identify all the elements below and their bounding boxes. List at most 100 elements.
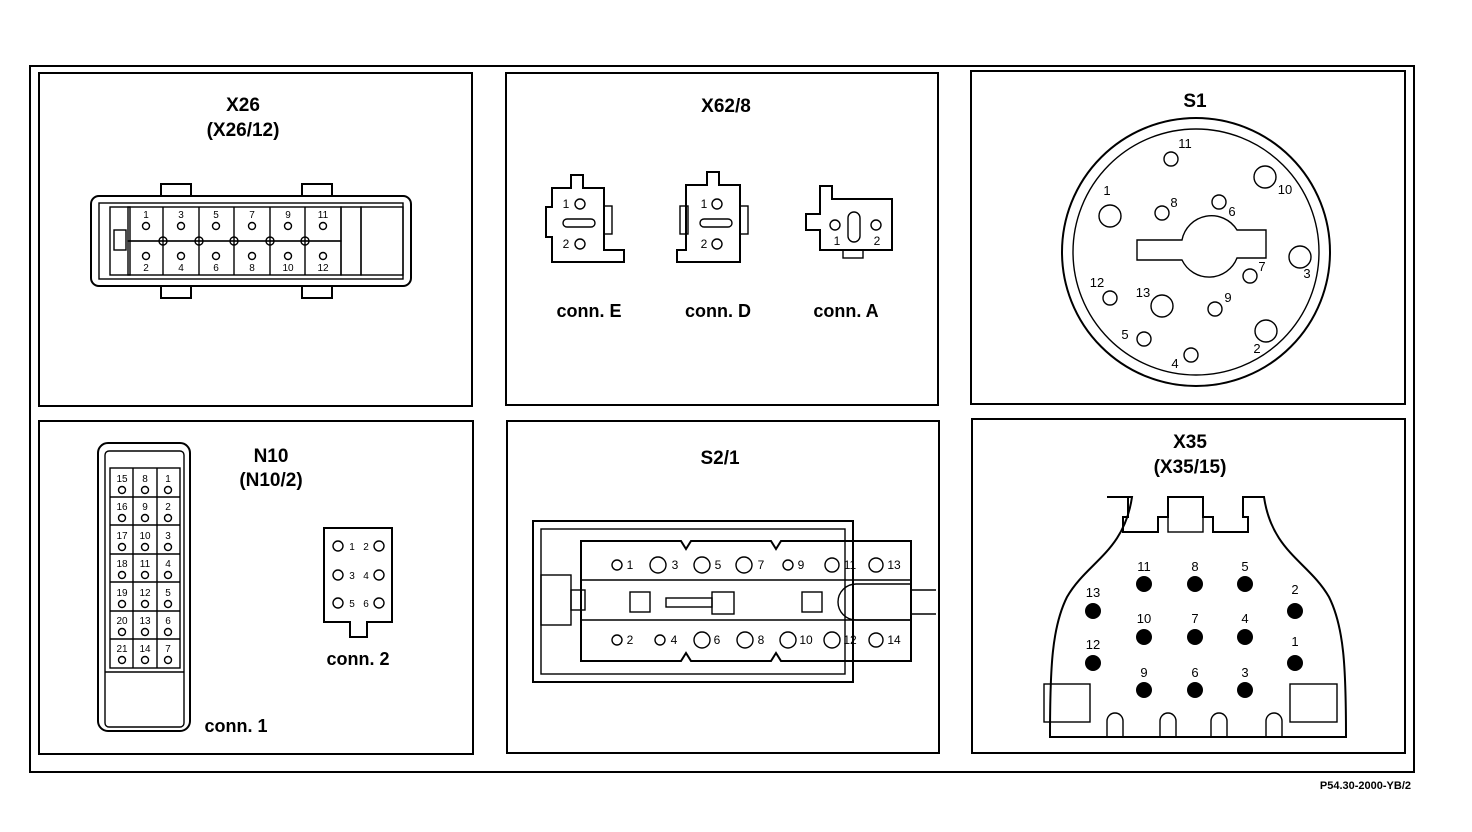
pin-hole — [332, 597, 344, 609]
panel-n10: N10 (N10/2) 15 8 1 16 9 2 — [38, 420, 474, 755]
pin-hole — [649, 556, 667, 574]
pin-label: 1 — [143, 210, 149, 221]
pin-dot — [1085, 603, 1101, 619]
pin-label: 4 — [1171, 356, 1178, 371]
pin-label: 6 — [714, 633, 721, 647]
pin-hole — [117, 627, 127, 637]
panel-x62-8: X62/8 1 2 conn. E 1 2 conn. D — [505, 72, 939, 406]
pin-label: 4 — [363, 571, 369, 582]
pin-label: 9 — [142, 502, 148, 513]
pin-label: 2 — [1253, 341, 1260, 356]
pin-hole — [141, 251, 151, 261]
pin-hole — [140, 513, 150, 523]
x35-pins: 1 2 3 4 5 6 7 8 9 10 11 12 13 — [1085, 559, 1303, 698]
pin-label: 10 — [799, 633, 813, 647]
pin-label: 3 — [178, 210, 184, 221]
pin-label: 7 — [758, 558, 765, 572]
pin-hole — [654, 634, 666, 646]
pin-dot — [1237, 576, 1253, 592]
pin-label: 2 — [701, 237, 708, 251]
pin-dot — [1136, 629, 1152, 645]
conn-label: conn. A — [813, 301, 878, 321]
pin-label: 3 — [1241, 665, 1248, 680]
s21-pin-row-bottom: 2 4 6 8 10 12 14 — [611, 631, 901, 649]
pin-label: 6 — [1191, 665, 1198, 680]
pin-label: 2 — [1291, 582, 1298, 597]
panel-subtitle: (X35/15) — [1154, 457, 1227, 478]
pin-label: 6 — [165, 616, 171, 627]
pin-label: 9 — [285, 210, 291, 221]
s1-pins: 1 2 3 4 5 6 7 8 9 10 11 12 13 — [1090, 136, 1312, 371]
pin-label: 15 — [116, 474, 128, 485]
panel-subtitle: (N10/2) — [239, 470, 302, 491]
x26-pin-row-top: 1 3 5 7 9 11 — [141, 210, 329, 231]
pin-label: 9 — [1224, 290, 1231, 305]
panel-frame — [506, 420, 940, 754]
pin-hole — [332, 540, 344, 552]
pin-label: 10 — [139, 531, 151, 542]
pin-hole — [711, 198, 723, 210]
pin-label: 13 — [887, 558, 901, 572]
pin-hole — [140, 542, 150, 552]
pin-hole — [1242, 268, 1258, 284]
pin-hole — [140, 599, 150, 609]
s21-switch-body — [532, 520, 936, 683]
pin-label: 8 — [142, 474, 148, 485]
conn-label: conn. 1 — [204, 716, 267, 736]
pin-label: 7 — [1191, 611, 1198, 626]
pin-label: 9 — [798, 558, 805, 572]
pin-label: 5 — [165, 588, 171, 599]
pin-hole — [1254, 319, 1278, 343]
pin-hole — [373, 540, 385, 552]
panel-frame — [971, 418, 1406, 754]
pin-label: 17 — [116, 531, 128, 542]
pin-label: 16 — [116, 502, 128, 513]
panel-frame — [38, 72, 473, 407]
pin-label: 19 — [116, 588, 128, 599]
panel-title: X26 — [226, 95, 260, 116]
pin-hole — [247, 221, 257, 231]
pin-hole — [117, 570, 127, 580]
x35-connector-body — [1043, 496, 1348, 738]
n10-conn1: 15 8 1 16 9 2 17 10 3 18 11 4 19 — [97, 442, 268, 736]
pin-hole — [318, 221, 328, 231]
pin-label: 4 — [178, 263, 184, 274]
pin-hole — [163, 599, 173, 609]
pin-hole — [140, 485, 150, 495]
pin-hole — [373, 569, 385, 581]
pin-label: 10 — [1137, 611, 1151, 626]
pin-label: 11 — [318, 210, 329, 221]
pin-hole — [736, 631, 754, 649]
x26-pin-row-bottom: 2 4 6 8 10 12 — [141, 251, 329, 274]
s1-switch-body — [1061, 117, 1331, 387]
pin-label: 6 — [213, 263, 219, 274]
pin-label: 12 — [317, 263, 329, 274]
pin-label: 14 — [887, 633, 901, 647]
pin-label: 2 — [874, 234, 881, 248]
pin-dot — [1237, 682, 1253, 698]
conn-label: conn. D — [685, 301, 751, 321]
pin-hole — [693, 631, 711, 649]
pin-hole — [283, 221, 293, 231]
pin-hole — [117, 513, 127, 523]
pin-hole — [868, 557, 884, 573]
pin-label: 2 — [165, 502, 171, 513]
panel-title: S1 — [1183, 91, 1207, 112]
conn-a: 1 2 conn. A — [805, 185, 893, 321]
pin-label: 5 — [349, 599, 355, 610]
pin-hole — [829, 219, 841, 231]
conn-e: 1 2 conn. E — [545, 174, 625, 321]
n10-conn2: 1 2 3 4 5 6 conn. 2 — [323, 527, 393, 669]
pin-hole — [1102, 290, 1118, 306]
pin-label: 8 — [1191, 559, 1198, 574]
pin-dot — [1187, 682, 1203, 698]
panel-title: X35 — [1173, 432, 1207, 453]
panel-s1: S1 1 2 3 4 5 6 7 8 9 10 — [970, 70, 1406, 405]
pin-hole — [824, 557, 840, 573]
conn-d: 1 2 conn. D — [676, 171, 751, 321]
pin-label: 1 — [1103, 183, 1110, 198]
s21-pin-row-top: 1 3 5 7 9 11 13 — [611, 556, 901, 574]
pin-label: 4 — [1241, 611, 1248, 626]
pin-label: 12 — [1090, 275, 1104, 290]
pin-hole — [283, 251, 293, 261]
